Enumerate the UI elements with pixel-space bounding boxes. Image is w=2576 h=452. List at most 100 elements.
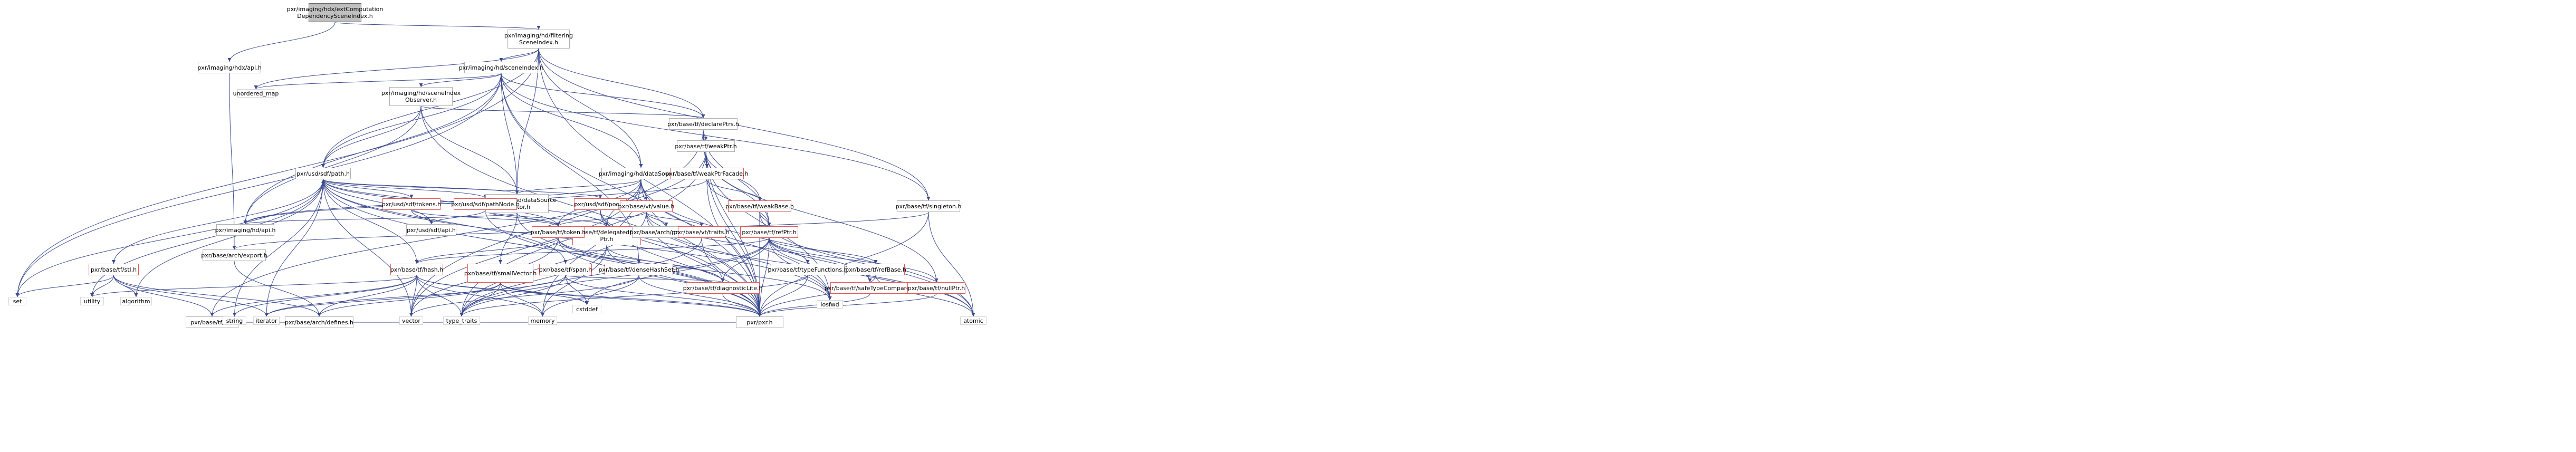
edge-declarePtrs-to-vector [409,129,704,317]
edge-stlh-to-algorithm [113,275,138,297]
node-root[interactable]: pxr/imaging/hdx/extComputation Dependenc… [287,3,383,22]
edge-sceneIndex-to-hd_api [243,73,502,225]
node-observer[interactable]: pxr/imaging/hd/sceneIndex Observer.h [381,87,461,106]
node-arch_export[interactable]: pxr/base/arch/export.h [201,249,267,261]
node-weakBase[interactable]: pxr/base/tf/weakBase.h [725,200,794,212]
edge-sdfTokens-to-sdf_api [411,209,433,225]
edge-delegatedCountPtr-to-pxr_h [606,245,762,317]
edge-tfHash-to-defines [317,275,417,317]
node-span[interactable]: pxr/base/tf/span.h [539,264,592,275]
edge-typeFunctions-to-type_traits [459,275,808,317]
edge-refPtr-to-refBase [769,237,878,264]
edge-tfHash-to-pxr_h [416,275,762,317]
node-set: set [8,297,26,305]
edge-refPtr-to-cstddef [585,237,770,305]
edge-sdfPath-to-sdfTokens [323,179,414,199]
node-tfToken[interactable]: pxr/base/tf/token.h [531,226,586,238]
edge-refPtr-to-safeTypeCompare [769,237,872,283]
node-smallVector[interactable]: pxr/base/tf/smallVector.h [464,264,537,283]
node-safeTypeCompare[interactable]: pxr/base/tf/safeTypeCompare.h [825,282,915,294]
node-vtValue[interactable]: pxr/base/vt/value.h [618,200,674,212]
edge-sdfPool-to-diagLite [600,209,725,283]
edge-span-to-iterator [264,275,566,317]
node-filtering[interactable]: pxr/imaging/hd/filtering SceneIndex.h [504,30,573,49]
edge-smallVector-to-defines [317,282,501,317]
edge-pathNode-to-sdf_api [429,209,486,225]
node-stlh[interactable]: pxr/base/tf/stl.h [89,264,139,275]
node-sdfPath[interactable]: pxr/usd/sdf/path.h [295,168,351,179]
edge-dsLocator-to-tfToken [516,213,560,227]
node-weakPtr[interactable]: pxr/base/tf/weakPtr.h [675,140,737,152]
edge-sdfPath-to-tfHash [323,179,419,264]
edge-observer-to-dsLocator [420,105,519,195]
node-refBase[interactable]: pxr/base/tf/refBase.h [845,264,906,275]
node-unordered_map: unordered_map [233,89,279,98]
node-vector: vector [399,316,423,325]
edge-weakPtr-to-refPtr [705,151,771,227]
node-memory: memory [528,316,557,325]
edge-sdfPath-to-tfToken [323,179,560,227]
node-algorithm: algorithm [120,297,152,305]
edge-vtTraits-to-pxr_h [701,237,762,317]
node-pxr_h[interactable]: pxr/pxr.h [736,316,783,328]
edge-root-to-filtering [334,22,541,30]
node-defines[interactable]: pxr/base/arch/defines.h [285,316,353,328]
node-refPtr[interactable]: pxr/base/tf/refPtr.h [740,226,798,238]
node-singleton[interactable]: pxr/base/tf/singleton.h [896,200,961,212]
node-hdx_api[interactable]: pxr/imaging/hdx/api.h [197,62,262,73]
edge-delegatedCountPtr-to-type_traits [459,245,607,317]
edge-tfHash-to-utility [90,275,417,297]
edge-tfToken-to-pxr_h [558,237,762,317]
edge-observer-to-hd_api [243,105,422,225]
node-sdfPool[interactable]: pxr/usd/sdf/pool.h [574,198,627,210]
node-denseHashSet[interactable]: pxr/base/tf/denseHashSet.h [599,264,679,275]
edge-filtering-to-pxr_h [538,48,762,317]
edge-stlh-to-defines [113,275,321,317]
edge-refBase-to-atomic [875,275,975,317]
node-sdf_api[interactable]: pxr/usd/sdf/api.h [406,224,456,236]
edge-filtering-to-sceneIndex [499,48,539,62]
edge-sdfPath-to-utility [90,179,323,297]
edge-sceneIndex-to-singleton [501,73,931,201]
edge-smallVector-to-cstddef [500,282,589,305]
edge-sdfPath-to-sdfPool [323,179,602,199]
edge-smallVector-to-type_traits [459,282,501,317]
edge-tfToken-to-iosfwd [558,237,832,301]
node-nullPtr[interactable]: pxr/base/tf/nullPtr.h [907,282,965,294]
edge-sceneIndex-to-observer [419,73,502,88]
node-declarePtrs[interactable]: pxr/base/tf/declarePtrs.h [667,118,739,130]
edge-refPtr-to-atomic [769,237,975,317]
edge-sdfPath-to-iterator [264,179,323,317]
edge-sdfTokens-to-tfToken [411,209,560,227]
node-vtTraits[interactable]: pxr/base/vt/traits.h [674,226,730,238]
edge-sceneIndex-to-unordered_map [254,73,502,90]
edge-denseHashSet-to-vector [409,275,639,317]
node-typeFunctions[interactable]: pxr/base/tf/typeFunctions.h [768,264,848,275]
edge-observer-to-declarePtrs [420,105,705,119]
edge-sdfPath-to-sdf_api [323,179,433,225]
edge-tfHash-to-string [233,275,417,317]
edge-dataSource-to-hd_api [243,179,641,225]
node-dataSource[interactable]: pxr/imaging/hd/dataSource.h [599,168,683,179]
edge-refBase-to-pxr_h [758,275,876,317]
node-sceneIndex[interactable]: pxr/imaging/hd/sceneIndex.h [459,62,543,73]
edge-denseHashSet-to-memory [541,275,639,317]
edge-smallVector-to-iterator [264,282,501,317]
node-tfHash[interactable]: pxr/base/tf/hash.h [390,264,443,275]
node-weakPtrFacade[interactable]: pxr/base/tf/weakPtrFacade.h [666,168,748,179]
edge-filtering-to-unordered_map [254,48,539,90]
edge-sdfPath-to-algorithm [134,179,323,297]
edge-filtering-to-declarePtrs [538,48,705,119]
node-type_traits: type_traits [443,316,480,325]
edge-weakPtrFacade-to-weakBase [706,179,762,201]
node-pathNode[interactable]: pxr/usd/sdf/pathNode.h [451,198,520,210]
node-hd_api[interactable]: pxr/imaging/hd/api.h [215,224,275,236]
node-diagLite[interactable]: pxr/base/tf/diagnosticLite.h [683,282,762,294]
node-cstddef: cstddef [572,305,601,313]
edge-observer-to-sdfPath [321,105,422,168]
edge-filtering-to-dataSource [538,48,643,168]
edge-stlh-to-tf_h [113,275,214,317]
node-sdfTokens[interactable]: pxr/usd/sdf/tokens.h [382,198,441,210]
edge-refPtr-to-diagLite [721,237,770,283]
